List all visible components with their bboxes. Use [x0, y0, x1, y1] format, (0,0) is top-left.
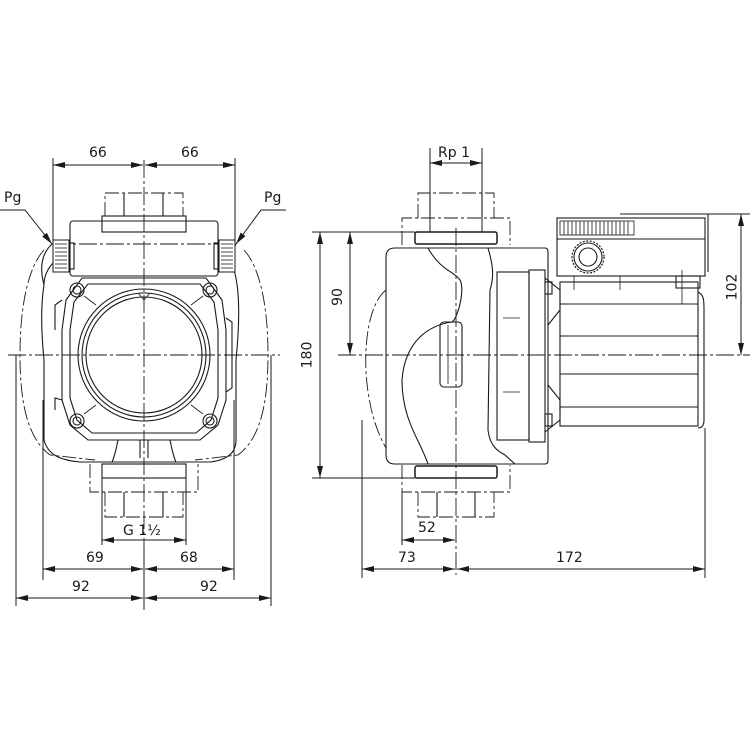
vent-slots-icon: [559, 220, 635, 236]
dim-label-height-total: 180: [299, 341, 316, 369]
control-knob-icon: [571, 240, 605, 274]
pg-gland-left-icon: [52, 239, 75, 273]
pg-label-right: Pg: [264, 190, 282, 206]
thread-label-rp: Rp 1: [438, 145, 470, 161]
dim-label-height-half: 90: [329, 288, 346, 306]
dim-label-top-left: 66: [89, 145, 107, 161]
dim-label-bottom-left: 92: [72, 579, 90, 595]
dim-label-right-extent: 172: [556, 550, 583, 566]
dim-label-top-right: 66: [181, 145, 199, 161]
dim-label-mid-left: 69: [86, 550, 104, 566]
front-view: [0, 158, 286, 610]
dim-label-mid-right: 68: [180, 550, 198, 566]
pg-label-left: Pg: [4, 190, 22, 206]
dim-label-bottom-right: 92: [200, 579, 218, 595]
thread-label-g: G 1½: [123, 523, 161, 539]
dim-label-motor-height: 102: [724, 273, 741, 301]
pg-gland-right-icon: [213, 239, 236, 273]
side-view: [312, 148, 750, 578]
dim-label-left-extent: 73: [398, 550, 416, 566]
dim-label-port-depth: 52: [418, 520, 436, 536]
